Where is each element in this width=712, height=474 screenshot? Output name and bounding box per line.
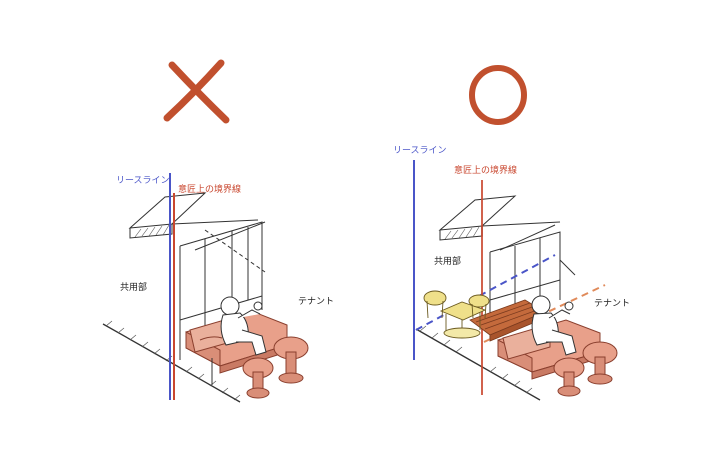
awning <box>128 192 266 273</box>
ground-hatch <box>419 325 533 394</box>
seated-person <box>531 295 577 356</box>
awning <box>438 195 576 276</box>
design-boundary-label: 意匠上の境界線 <box>178 183 241 195</box>
circle-icon <box>469 65 527 125</box>
yellow-stool-left <box>423 290 447 319</box>
round-table-large <box>582 341 618 385</box>
good-example-panel: リースライン 意匠上の境界線 共用部 テナント <box>393 65 630 401</box>
seated-person <box>220 296 267 356</box>
ground-hatch <box>105 320 241 401</box>
lease-line-label: リースライン <box>116 175 170 186</box>
round-table-small <box>553 357 585 397</box>
tenant-label: テナント <box>594 298 630 309</box>
bad-example-panel: リースライン 意匠上の境界線 共用部 テナント <box>102 59 334 403</box>
yellow-stool-right <box>468 294 490 319</box>
ground-line <box>415 328 541 401</box>
cross-icon <box>163 59 230 124</box>
design-boundary-label: 意匠上の境界線 <box>454 164 517 176</box>
tenant-label: テナント <box>298 296 334 307</box>
round-table-small <box>242 357 274 399</box>
wooden-deck <box>469 299 546 342</box>
lease-line-label: リースライン <box>393 145 447 156</box>
lease-line-floor-dashed <box>415 254 556 331</box>
round-table-large <box>273 336 309 384</box>
common-area-label: 共用部 <box>434 255 461 267</box>
common-area-label: 共用部 <box>120 281 147 293</box>
